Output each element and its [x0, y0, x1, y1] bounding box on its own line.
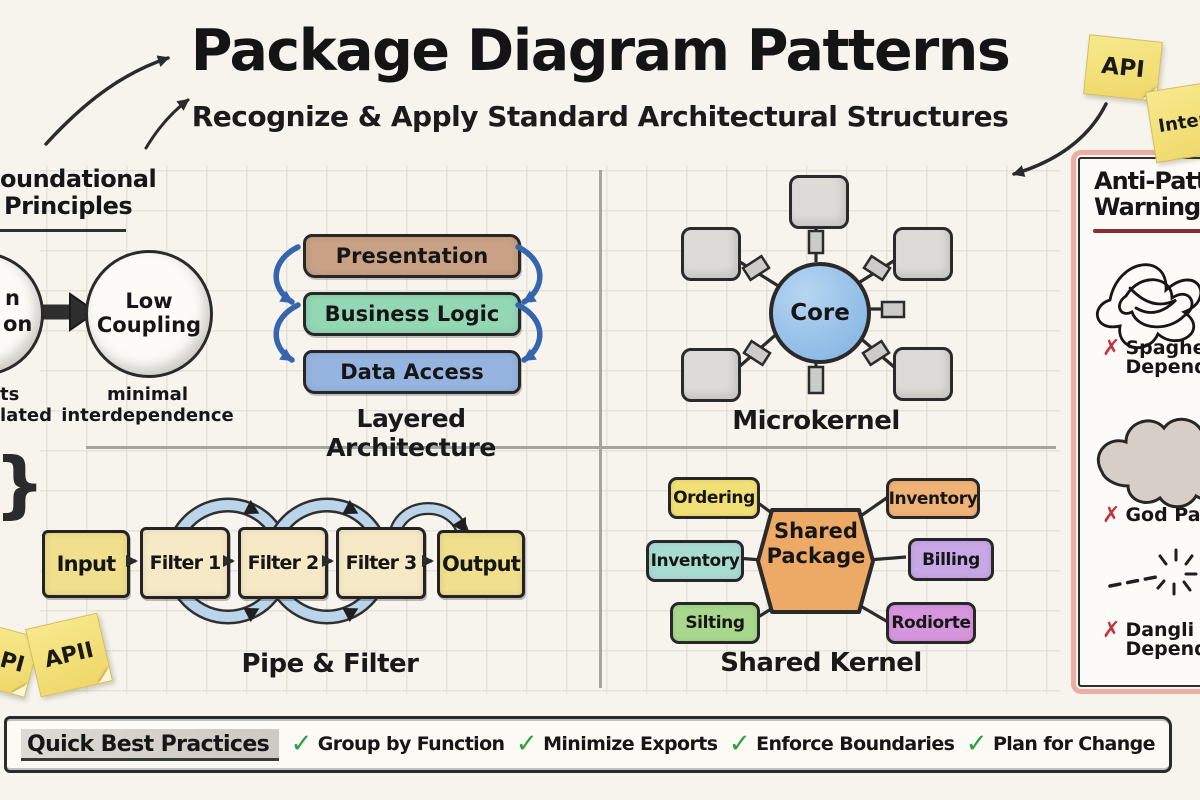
module-billing: Billing	[908, 538, 994, 581]
circle-fragment-1: n	[5, 286, 20, 310]
low-coupling-line-2: Coupling	[96, 313, 202, 337]
stage-filter-3: Filter 3	[336, 527, 426, 599]
x-mark-icon: ✗	[1102, 618, 1121, 643]
check-icon: ✓	[290, 728, 313, 759]
left-principle-circle: n on	[0, 252, 44, 376]
layer-presentation: Presentation	[303, 234, 521, 278]
best-practices-bar: Quick Best Practices ✓ Group by Function…	[4, 716, 1172, 773]
curly-brace-icon: }	[0, 448, 45, 520]
stage-filter-1: Filter 1	[140, 527, 230, 599]
core-label: Core	[790, 300, 850, 326]
low-coupling-line-1: Low	[125, 289, 173, 314]
stage-input: Input	[42, 530, 130, 598]
shared-kernel-caption: Shared Kernel	[720, 648, 922, 678]
check-icon: ✓	[515, 728, 538, 759]
anti-heading-underline	[1093, 229, 1200, 233]
heading-underline	[0, 229, 126, 232]
shared-package-label: Shared Package	[766, 519, 866, 568]
sticky-note-interface: Interfac	[1144, 76, 1200, 164]
best-practice-item: ✓ Group by Function	[290, 728, 505, 759]
check-icon: ✓	[965, 728, 988, 759]
vertical-divider	[599, 170, 602, 688]
page-subtitle: Recognize & Apply Standard Architectural…	[191, 100, 1009, 133]
anti-item-god-package: ✗ God Pack	[1102, 503, 1200, 528]
core-circle: Core	[769, 262, 871, 364]
stage-output: Output	[437, 530, 525, 598]
plugin-box-top-left	[681, 227, 741, 281]
layer-data-access: Data Access	[303, 350, 521, 394]
module-inventory-right: Inventory	[886, 478, 980, 519]
anti-patterns-panel: Anti-Patt Warning ✗ Spaghe Depender ✗ Go…	[1071, 150, 1200, 694]
circle-fragment-2: on	[3, 312, 33, 336]
horizontal-divider	[86, 446, 1056, 449]
plugin-box-bottom-left	[681, 348, 741, 402]
best-practice-item: ✓ Plan for Change	[965, 728, 1156, 759]
x-mark-icon: ✗	[1102, 336, 1121, 361]
low-coupling-caption: minimal interdependence	[61, 384, 234, 427]
check-icon: ✓	[728, 728, 751, 759]
heading-line-1: oundational	[0, 165, 157, 193]
module-rodiorte: Rodiorte	[886, 602, 976, 644]
microkernel-caption: Microkernel	[732, 406, 900, 436]
foundational-principles-heading: oundational Principles	[0, 165, 157, 220]
x-mark-icon: ✗	[1102, 503, 1121, 528]
pipe-filter-caption: Pipe & Filter	[241, 649, 419, 679]
stage-filter-2: Filter 2	[238, 527, 328, 599]
module-silting: Silting	[670, 602, 760, 644]
best-practice-item: ✓ Enforce Boundaries	[728, 728, 955, 759]
module-ordering: Ordering	[668, 477, 760, 519]
anti-item-dangling: ✗ Dangli Depender	[1102, 618, 1200, 660]
left-caption-fragment: ts lated	[0, 384, 53, 427]
anti-item-text: Dangli Depender	[1125, 619, 1200, 660]
plugin-box-bottom-right	[893, 347, 953, 401]
low-coupling-circle: Low Coupling	[85, 250, 213, 378]
anti-patterns-heading: Anti-Patt Warning	[1094, 167, 1200, 222]
anti-item-spaghetti: ✗ Spaghe Depender	[1102, 336, 1200, 378]
best-practices-heading: Quick Best Practices	[21, 728, 280, 761]
anti-item-text: Spaghe Depender	[1125, 337, 1200, 378]
heading-line-2: Principles	[4, 191, 133, 220]
anti-item-text: God Pack	[1125, 504, 1200, 526]
plugin-box-top	[789, 175, 849, 229]
layered-architecture-caption: Layered Architecture	[326, 404, 496, 462]
best-practice-item: ✓ Minimize Exports	[515, 728, 718, 759]
module-inventory-left: Inventory	[646, 540, 744, 582]
layer-business-logic: Business Logic	[303, 292, 521, 336]
plugin-box-top-right	[893, 227, 953, 281]
page-title: Package Diagram Patterns	[190, 18, 1011, 84]
